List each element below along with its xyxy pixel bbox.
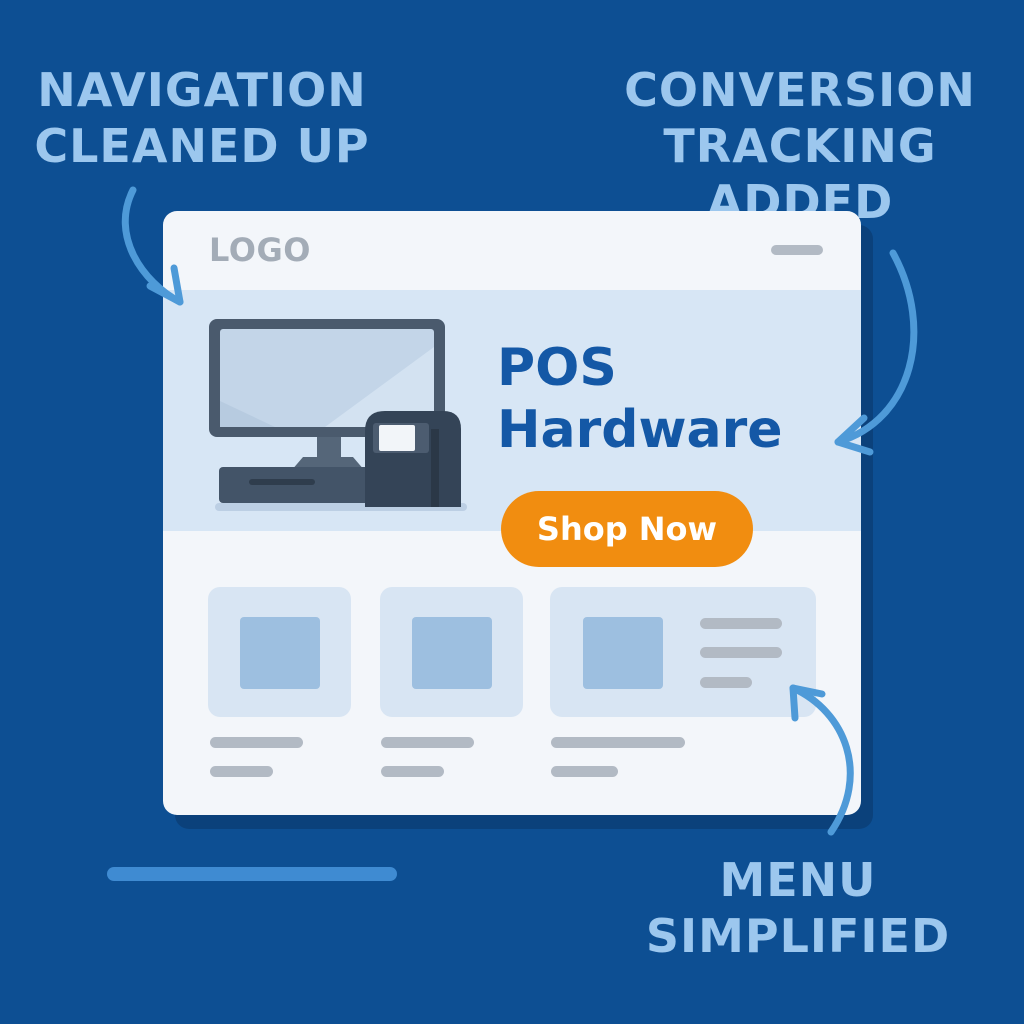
product-image-placeholder [240,617,320,689]
product-image-placeholder [583,617,663,689]
callout-line: MENU [719,853,877,907]
callout-line: NAVIGATION [37,63,367,117]
product-card[interactable] [208,587,351,717]
callout-line: CLEANED UP [34,119,370,173]
hero-title-line: POS [497,338,617,398]
shop-now-button[interactable]: Shop Now [501,491,753,567]
text-line-placeholder [210,766,273,777]
website-mockup: LOGO POS Hardware Shop Now [163,211,861,815]
site-logo[interactable]: LOGO [209,231,311,269]
hero-title-line: Hardware [497,400,783,460]
callout-menu-simplified: MENU SIMPLIFIED [640,852,956,964]
text-line-placeholder [700,677,752,688]
hamburger-menu-icon[interactable] [771,245,823,255]
product-card-featured[interactable] [550,587,816,717]
text-line-placeholder [551,737,685,748]
callout-navigation-cleaned-up: NAVIGATION CLEANED UP [22,62,382,174]
text-line-placeholder [551,766,618,777]
callout-line: CONVERSION [624,63,976,117]
callout-conversion-tracking-added: CONVERSION TRACKING ADDED [622,62,978,230]
text-line-placeholder [700,647,782,658]
text-line-placeholder [381,737,474,748]
callout-line: SIMPLIFIED [645,909,951,963]
hero-title: POS Hardware [497,337,783,461]
pos-terminal-icon [209,319,467,511]
callout-line: TRACKING [663,119,937,173]
product-image-placeholder [412,617,492,689]
product-card[interactable] [380,587,523,717]
decorative-divider [107,867,397,881]
text-line-placeholder [381,766,444,777]
text-line-placeholder [210,737,303,748]
text-line-placeholder [700,618,782,629]
